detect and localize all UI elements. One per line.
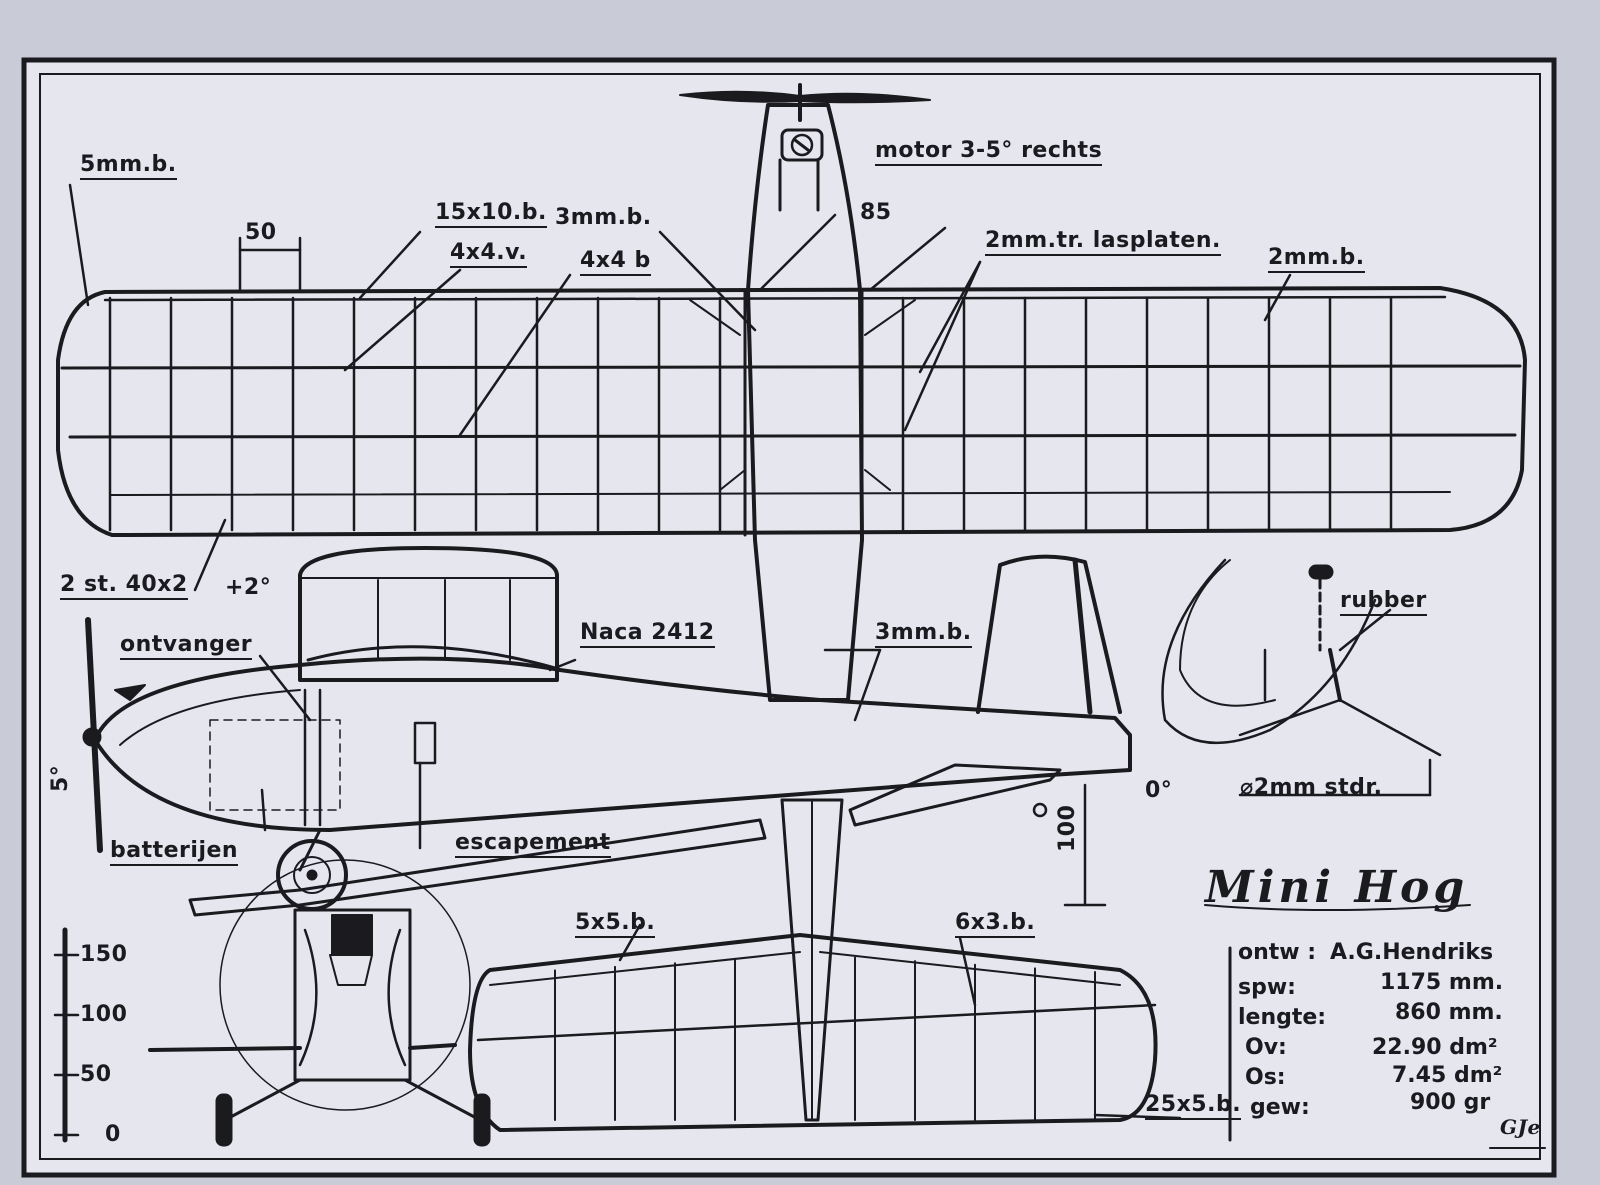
stab-le-label: 5x5.b.	[575, 910, 656, 938]
trailing-strips-label: 2 st. 40x2	[60, 572, 188, 600]
spec-weight-key: gew:	[1250, 1095, 1310, 1120]
spec-stab-area-key: Os:	[1245, 1065, 1286, 1090]
model-title: Mini Hog	[1205, 862, 1469, 913]
leader-lines	[68, 183, 1432, 1120]
spec-span-key: spw:	[1238, 975, 1296, 1000]
spec-designer-value: A.G.Hendriks	[1330, 940, 1494, 965]
fin-sheet-label: 3mm.b.	[875, 620, 972, 648]
drawing-inner-frame	[39, 73, 1541, 1160]
front-view	[148, 818, 767, 1147]
spec-span-value: 1175 mm.	[1380, 970, 1504, 995]
main-wing-plan	[56, 286, 1527, 537]
main-spar-label: 15x10.b.	[435, 200, 547, 228]
paper	[24, 60, 1554, 1175]
stabilizer-plan	[468, 933, 1158, 1132]
rubber-label: rubber	[1340, 588, 1427, 616]
stab-spar-label: 6x3.b.	[955, 910, 1036, 938]
wing-side-section	[298, 546, 559, 682]
title-underline	[1204, 904, 1471, 911]
gear-height-label: 100	[1055, 804, 1080, 852]
trailing-sheet-label: 2mm.b.	[1268, 245, 1365, 273]
escapement-label: escapement	[455, 830, 611, 858]
wing-incidence-label: +2°	[225, 575, 272, 600]
wing-holddown-detail	[1161, 558, 1442, 757]
rib-spacing-label: 50	[245, 220, 277, 245]
front-spar-label: 4x4.v.	[450, 240, 528, 268]
scale-tick-150: 150	[80, 942, 128, 967]
spec-wing-area-key: Ov:	[1245, 1035, 1287, 1060]
scale-tick-0: 0	[105, 1122, 121, 1147]
propeller-top	[679, 83, 931, 122]
motor-thrust-label: motor 3-5° rechts	[875, 138, 1103, 166]
batteries-label: batterijen	[110, 838, 239, 866]
scale-tick-100: 100	[80, 1002, 128, 1027]
wire-label: ⌀2mm stdr.	[1240, 775, 1383, 800]
rear-spar-label: 4x4 b	[580, 248, 651, 276]
wing-tip-balsa-label: 5mm.b.	[80, 152, 177, 180]
scale-tick-50: 50	[80, 1062, 112, 1087]
receiver-label: ontvanger	[120, 632, 253, 660]
gussets-label: 2mm.tr. lasplaten.	[985, 228, 1221, 256]
drawing-frame	[21, 57, 1557, 1178]
spec-designer-key: ontw :	[1238, 940, 1317, 965]
spec-wing-area-value: 22.90 dm²	[1372, 1035, 1498, 1060]
signature: GJe	[1500, 1115, 1541, 1139]
spec-length-value: 860 mm.	[1395, 1000, 1503, 1025]
stab-te-label: 25x5.b.	[1145, 1092, 1242, 1120]
tail-incidence-label: 0°	[1145, 778, 1173, 803]
spec-weight-value: 900 gr	[1410, 1090, 1491, 1115]
scale-bar	[53, 927, 80, 1143]
airfoil-label: Naca 2412	[580, 620, 715, 648]
spec-length-key: lengte:	[1238, 1005, 1327, 1030]
center-sheet-label: 3mm.b.	[555, 205, 652, 230]
downthrust-label: 5°	[48, 764, 73, 792]
dihedral-offset-label: 85	[860, 200, 892, 225]
spec-stab-area-value: 7.45 dm²	[1392, 1063, 1503, 1088]
